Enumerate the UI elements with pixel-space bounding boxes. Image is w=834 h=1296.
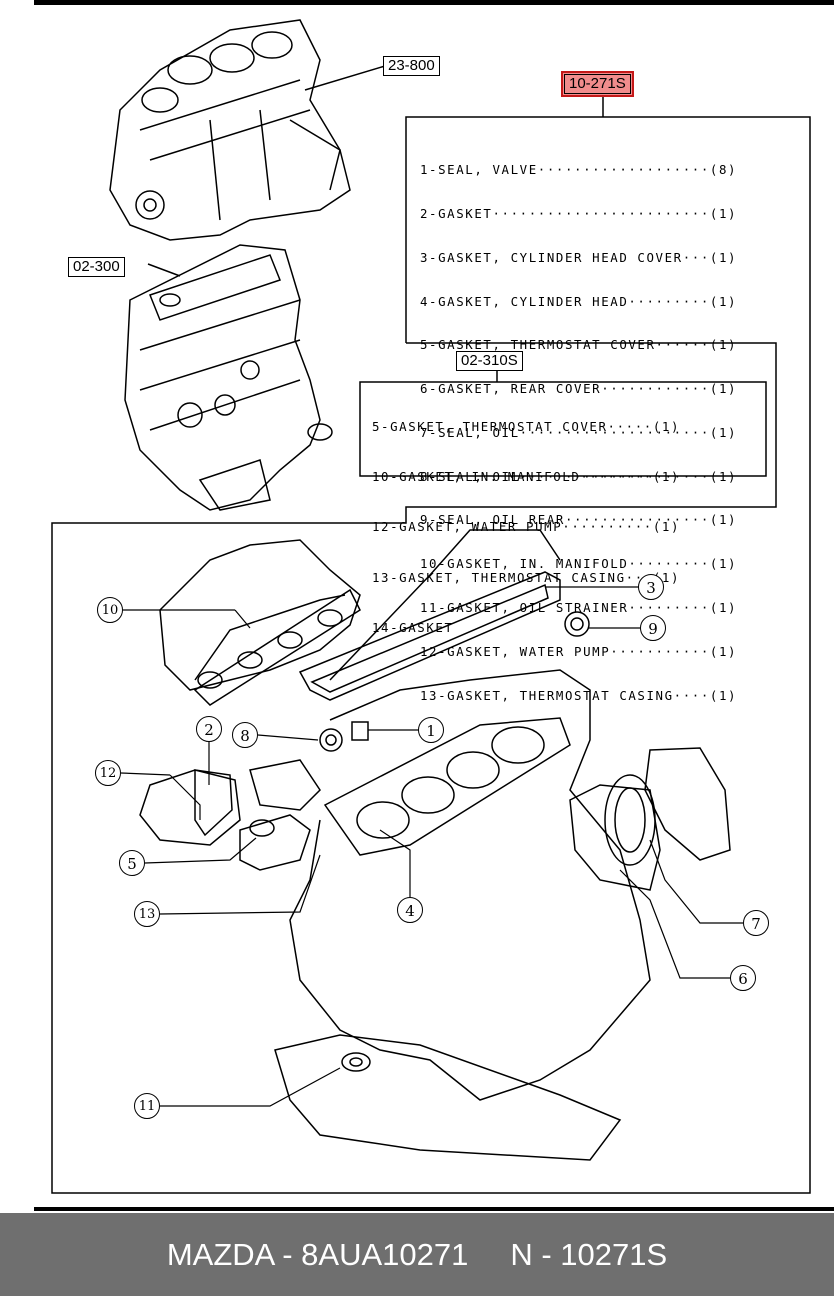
gasket-set-illustration [139,529,731,1161]
callout-13: 13 [134,901,160,927]
footer-catalog-number: N - 10271S [510,1237,668,1272]
engine-block-illustration [109,19,351,241]
list-item: 10-GASKET, IN. MANIFOLD·········(1) [420,556,738,572]
list-item: 3-GASKET, CYLINDER HEAD COVER···(1) [420,249,738,265]
ref-gasket-kit-main-label: 10-271S [564,74,631,94]
list-item: 12-GASKET, WATER PUMP··········(1) [372,519,681,535]
list-item: 7-SEAL, OIL·····················(1) [420,424,738,440]
callout-12: 12 [95,760,121,786]
list-item: 1-SEAL, VALVE···················(8) [420,162,738,178]
callout-6: 6 [730,965,756,991]
list-item: 12-GASKET, WATER PUMP···········(1) [420,643,738,659]
ref-cylinder-block: 23-800 [383,56,440,76]
callout-10: 10 [97,597,123,623]
callout-5: 5 [119,850,145,876]
top-rule [34,0,834,5]
complete-engine-illustration [124,244,333,511]
footer-part-number: MAZDA - 8AUA10271 [166,1237,469,1272]
callout-11: 11 [134,1093,160,1119]
callout-9: 9 [640,615,666,641]
list-item: 6-GASKET, REAR COVER············(1) [420,381,738,397]
ref-gasket-kit-sub: 02-310S [456,351,523,371]
footer-rule [34,1207,834,1211]
list-item: 11-GASKET, OIL STRAINER·········(1) [420,600,738,615]
list-item: 10-GASKET, IN. MANIFOLD········(1) [372,468,681,484]
list-item: 4-GASKET, CYLINDER HEAD·········(1) [420,293,738,309]
footer-bar: MAZDA - 8AUA10271 N - 10271S [0,1213,834,1296]
leader-lines [120,586,743,1107]
callout-2: 2 [196,716,222,742]
list-item: 13-GASKET, THERMOSTAT CASING····(1) [420,687,738,703]
kit-sub-parts-list: 5-GASKET, THERMOSTAT COVER·····(1) 10-GA… [372,385,680,654]
ref-engine-assembly: 02-300 [68,257,125,277]
list-item: 8-SEAL, OIL·····················(1) [420,468,738,484]
list-item: 2-GASKET························(1) [420,205,738,221]
list-item: 14-GASKET [372,620,454,636]
ref-gasket-kit-main: 10-271S [561,71,634,97]
list-item: 5-GASKET, THERMOSTAT COVER······(1) [420,337,738,353]
callout-8: 8 [232,722,258,748]
callout-3: 3 [638,574,664,600]
list-item: 13-GASKET, THERMOSTAT CASING···(1) [372,569,681,585]
callout-7: 7 [743,910,769,936]
callout-1: 1 [418,717,444,743]
kit-main-parts-list: 1-SEAL, VALVE···················(8) 2-GA… [420,134,737,718]
list-item: 9-SEAL, OIL REAR················(1) [420,512,738,528]
callout-4: 4 [397,897,423,923]
list-item: 5-GASKET, THERMOSTAT COVER·····(1) [372,418,681,434]
